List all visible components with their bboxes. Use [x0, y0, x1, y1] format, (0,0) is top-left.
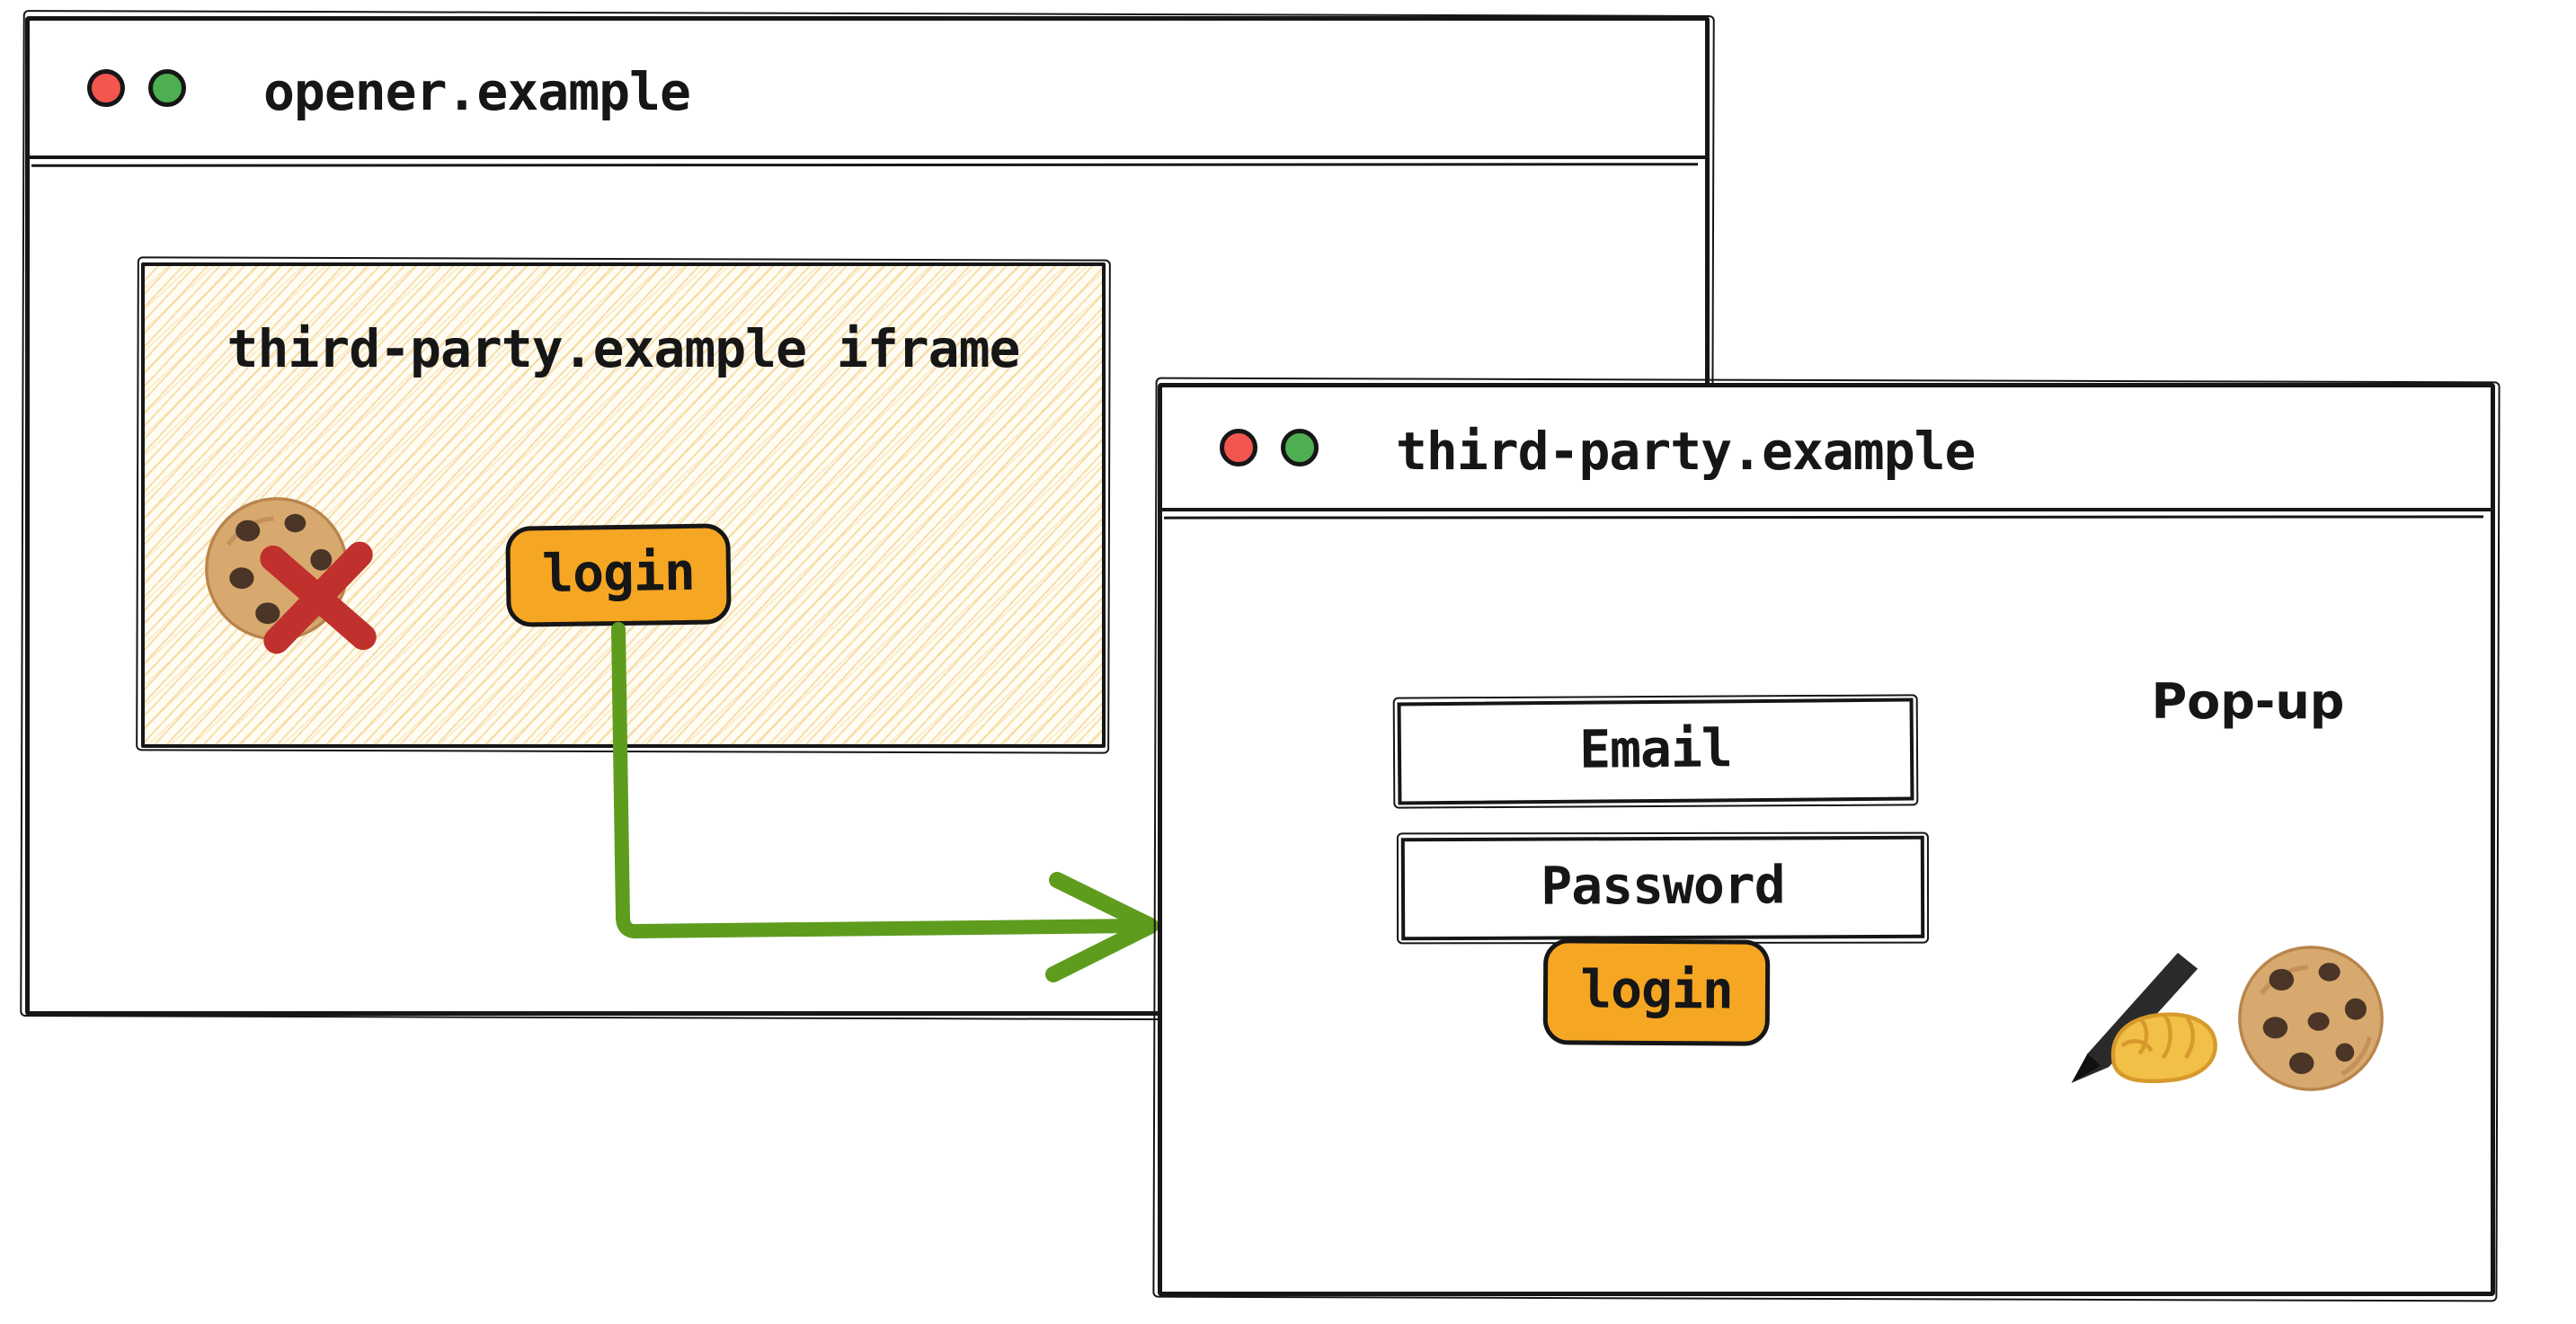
popup-window-title: third-party.example	[1396, 421, 1976, 482]
minimize-dot-icon[interactable]	[1281, 429, 1319, 467]
email-input[interactable]: Email	[1397, 698, 1914, 805]
close-dot-icon[interactable]	[1220, 429, 1257, 467]
cookie-icon	[2238, 946, 2384, 1091]
iframe-login-button[interactable]: login	[505, 523, 732, 627]
opener-window-title: opener.example	[263, 61, 691, 122]
minimize-dot-icon[interactable]	[148, 69, 186, 107]
popup-window: third-party.example Email Password login…	[1158, 383, 2495, 1296]
opener-titlebar: opener.example	[30, 21, 1705, 159]
popup-titlebar: third-party.example	[1162, 387, 2491, 511]
cookie-icon	[205, 497, 349, 641]
close-dot-icon[interactable]	[87, 69, 125, 107]
third-party-iframe: third-party.example iframe	[141, 262, 1106, 748]
iframe-title: third-party.example iframe	[227, 318, 1021, 379]
writing-hand-icon	[2071, 953, 2217, 1084]
password-input[interactable]: Password	[1400, 835, 1925, 941]
popup-annotation-label: Pop-up	[2151, 673, 2345, 730]
blocked-cookie	[200, 493, 382, 660]
popup-login-button[interactable]: login	[1542, 938, 1771, 1046]
